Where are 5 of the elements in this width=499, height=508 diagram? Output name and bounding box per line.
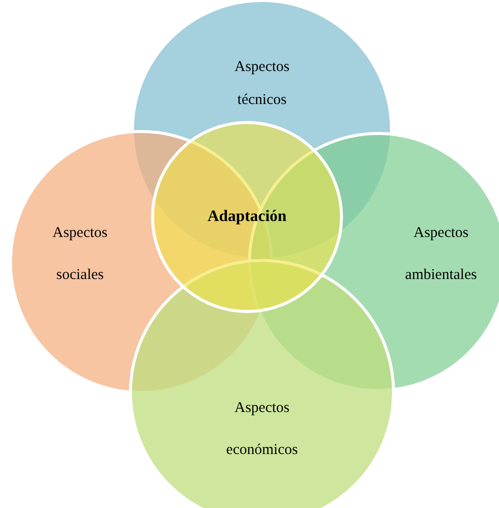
circle-label: Aspectos económicos (225, 399, 299, 460)
circle-label: Aspectos técnicos (234, 58, 290, 110)
circle-label: Aspectos ambientales (404, 224, 478, 285)
center-label: Adaptación (206, 207, 288, 227)
circle-label: Aspectos sociales (52, 224, 108, 285)
